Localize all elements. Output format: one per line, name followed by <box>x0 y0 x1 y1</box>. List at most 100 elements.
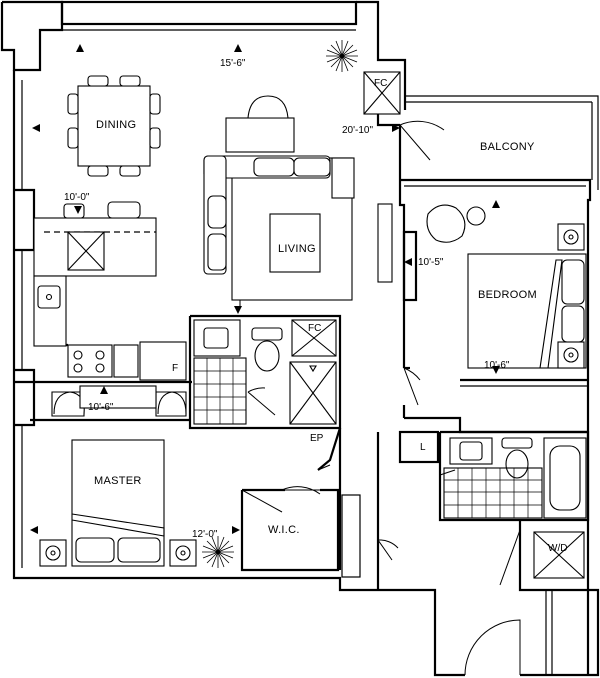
toilet-bowl <box>254 340 280 372</box>
arrow-up-icon <box>100 386 108 394</box>
arrow-down-icon <box>234 306 242 314</box>
lamp-4-dot <box>568 352 574 358</box>
balcony-door-swing[interactable] <box>399 120 445 161</box>
bath-tile-floor <box>193 357 247 425</box>
west-column-2 <box>14 368 36 427</box>
south-wall <box>12 568 465 677</box>
kitchen <box>33 201 187 381</box>
main-bathroom <box>193 319 337 425</box>
bath2-tile-floor <box>443 467 543 519</box>
arrow-up-icon <box>492 200 500 208</box>
dining-chair-left-2 <box>67 127 79 149</box>
living-bedroom-wall <box>398 125 406 368</box>
counter-mid <box>113 344 139 378</box>
dining-chair-top-2 <box>119 75 141 87</box>
arrow-down-icon <box>74 206 82 214</box>
master-bed-sheet <box>71 513 165 537</box>
master-pillow-2 <box>117 537 161 563</box>
desk <box>225 117 295 153</box>
dim-label-bedroom-depth: 10'-6" <box>484 360 510 371</box>
bath2-sink <box>459 441 483 461</box>
se-wall <box>520 588 600 677</box>
dining-tabletop <box>77 85 151 167</box>
dining-table <box>67 75 161 177</box>
bedroom-south-wall <box>404 416 588 434</box>
stool-2 <box>107 201 141 219</box>
range <box>67 344 113 378</box>
sink-drain <box>45 293 53 301</box>
symbol-fc-main: FC <box>374 78 387 89</box>
wic-door-swing[interactable] <box>281 486 321 495</box>
dining-chair-bottom-2 <box>119 165 141 177</box>
entry-door-swing[interactable] <box>464 619 521 676</box>
arrow-up-icon <box>76 44 84 52</box>
laundry-door[interactable] <box>499 529 521 586</box>
burner-2 <box>95 350 105 360</box>
wic-door-leaf[interactable] <box>241 489 283 513</box>
room-label-bedroom: BEDROOM <box>478 289 537 301</box>
arrow-right-icon <box>232 526 240 534</box>
bedroom-door-swing[interactable] <box>403 367 421 406</box>
fc-bath-x2 <box>291 319 337 357</box>
dim-label-balcony-door: 20'-10" <box>342 125 373 136</box>
dim-label-dining: 15'-6" <box>220 58 246 69</box>
interior-walls <box>14 110 590 675</box>
room-label-dining: DINING <box>96 119 136 131</box>
bedroom-north-east-wall <box>400 178 592 435</box>
bathtub-inner <box>549 445 581 511</box>
bath-door-swing[interactable] <box>247 387 276 416</box>
plant-icon-master <box>202 536 234 568</box>
toilet-tank <box>251 327 283 341</box>
dining-chair-right-2 <box>149 127 161 149</box>
dining-chair-bottom-1 <box>87 165 109 177</box>
living-furniture <box>203 95 393 301</box>
bedroom-armchair <box>426 204 466 243</box>
dining-chair-top-1 <box>87 75 109 87</box>
tile-area-2 <box>443 467 543 519</box>
doors <box>241 120 521 676</box>
wd-x2 <box>533 531 585 579</box>
dim-label-bedroom-width: 10'-5" <box>418 257 444 268</box>
desk-chair <box>247 95 289 119</box>
vanity <box>193 319 241 357</box>
bath2-door[interactable] <box>439 469 456 476</box>
sofa-cushion-1 <box>207 195 227 229</box>
lamp-1-dot <box>50 550 56 556</box>
laundry <box>533 531 585 579</box>
ep-door[interactable] <box>317 464 331 471</box>
coffee-table <box>269 213 321 273</box>
symbol-labels: FC FC F L EP W/D <box>172 78 567 554</box>
burner-1 <box>73 350 83 360</box>
dimension-labels: 15'-6" 20'-10" 10'-0" 10'-5" 10'-6" 10'-… <box>64 58 510 540</box>
sofa-cushion-3 <box>253 157 295 177</box>
symbol-wd: W/D <box>548 543 567 554</box>
dim-label-kitchen: 10'-0" <box>64 192 90 203</box>
room-labels: DINING LIVING BALCONY BEDROOM MASTER W.I… <box>94 119 537 536</box>
master-desk <box>79 385 157 409</box>
arrow-left-icon <box>30 526 38 534</box>
room-label-wic: W.I.C. <box>268 524 300 536</box>
balcony-railing <box>405 95 599 190</box>
sofa-cushion-4 <box>293 157 331 177</box>
second-bath-walls <box>438 430 590 522</box>
lamp-3-dot <box>568 234 574 240</box>
room-label-balcony: BALCONY <box>480 141 535 153</box>
bath2-toilet-tank <box>501 437 533 449</box>
master-chair-2-back <box>157 391 187 415</box>
symbol-linen: L <box>420 442 426 453</box>
burner-3 <box>73 363 83 373</box>
lamp-2-dot <box>180 550 186 556</box>
linen-closet <box>398 430 440 464</box>
corridor-door[interactable] <box>377 539 399 561</box>
shower-drain <box>309 365 317 373</box>
tv-console <box>377 203 393 283</box>
ne-corner <box>356 0 407 110</box>
sofa-cushion-2 <box>207 233 227 271</box>
arrow-left-icon <box>404 258 412 266</box>
master-furniture <box>39 385 197 567</box>
arrow-down-icon <box>492 366 500 374</box>
west-column-1 <box>14 188 36 252</box>
dining-chair-left-1 <box>67 93 79 115</box>
burner-4 <box>95 363 105 373</box>
wic-walls <box>240 488 340 572</box>
